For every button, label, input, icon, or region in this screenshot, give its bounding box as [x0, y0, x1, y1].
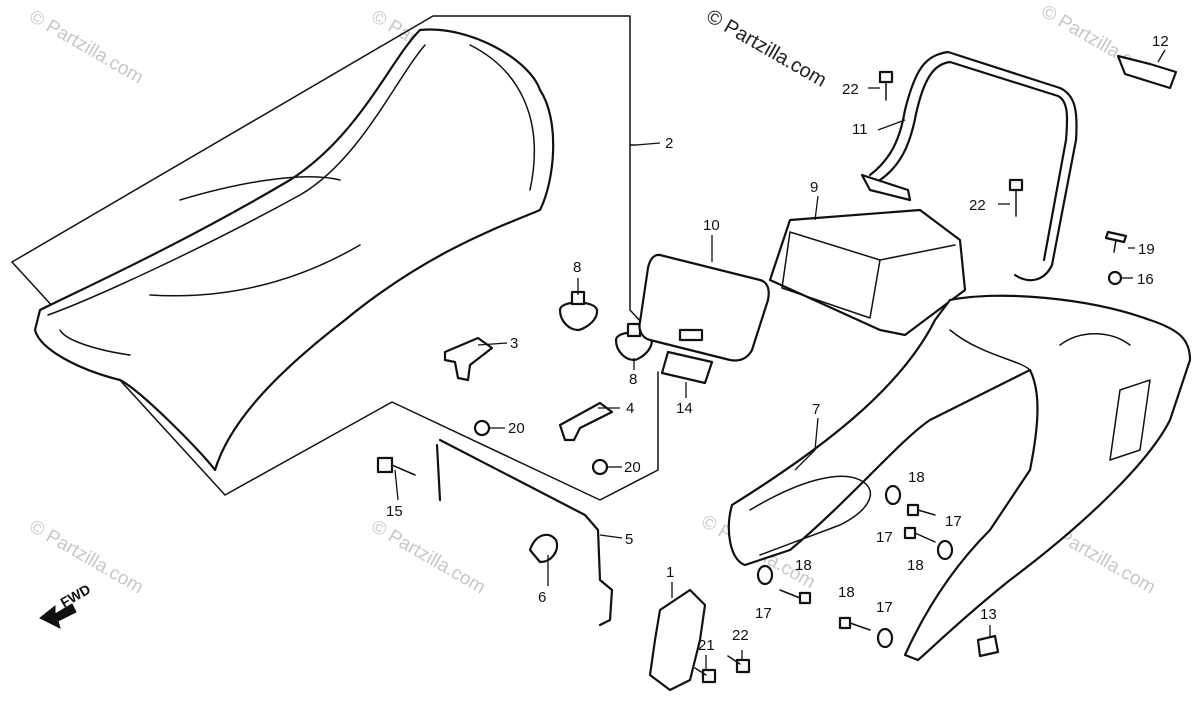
washer-part-17-a — [884, 484, 902, 506]
watermark-bottom-center: © Partzilla.com — [368, 516, 489, 598]
taillight-housing-part-9 — [768, 208, 967, 337]
callout-15: 15 — [386, 503, 403, 520]
callout-18-d: 18 — [838, 584, 855, 601]
callout-7: 7 — [812, 401, 820, 418]
bracket-part-3 — [443, 336, 494, 382]
callout-10: 10 — [703, 217, 720, 234]
bolt-part-18-a — [906, 503, 936, 517]
callout-2: 2 — [665, 135, 673, 152]
bolt-part-15 — [376, 456, 416, 476]
bolt-part-22-upper — [878, 70, 894, 101]
callout-21: 21 — [698, 637, 715, 654]
callout-6: 6 — [538, 589, 546, 606]
callout-22-mid: 22 — [969, 197, 986, 214]
bolt-part-18-d — [838, 616, 871, 631]
spring-part-6 — [528, 533, 559, 564]
callout-11: 11 — [852, 121, 868, 138]
gasket-part-14 — [660, 350, 714, 385]
washer-part-17-d — [876, 627, 894, 649]
callout-1: 1 — [666, 564, 674, 581]
leader-lines — [394, 49, 1166, 670]
lens-tab — [678, 328, 704, 342]
nut-part-20-upper — [473, 419, 491, 437]
callout-17-a: 17 — [876, 529, 893, 546]
callout-20-upper: 20 — [508, 420, 525, 437]
callout-22-upper: 22 — [842, 81, 859, 98]
taillight-lens-part-10 — [638, 253, 770, 362]
callout-numbers: 2 3 4 5 6 7 8 8 9 10 11 12 13 14 15 16 1… — [386, 33, 1169, 654]
screw-part-19 — [1104, 230, 1128, 253]
callout-8-upper: 8 — [573, 259, 581, 276]
nut-part-16 — [1107, 270, 1123, 286]
seat-frame-line-top — [11, 15, 637, 263]
tail-cowl-part-7 — [727, 294, 1192, 662]
lock-part-1 — [648, 588, 707, 692]
seat-frame-line-bottom — [11, 261, 659, 501]
grab-rail-part-11 — [868, 50, 1078, 282]
fwd-label: FWD — [58, 581, 94, 611]
callout-16: 16 — [1137, 271, 1154, 288]
bolt-part-18-b — [903, 526, 936, 543]
callout-14: 14 — [676, 400, 693, 417]
bolt-part-21 — [694, 667, 717, 684]
callout-5: 5 — [625, 531, 633, 548]
callout-4: 4 — [626, 400, 634, 417]
bolt-part-22-lower — [727, 655, 751, 674]
partzilla-watermark: © Partzilla.com — [703, 5, 831, 91]
grab-rail-mount — [860, 173, 912, 202]
callout-17-b: 17 — [945, 513, 962, 530]
callout-3: 3 — [510, 335, 518, 352]
washer-part-17-c — [756, 564, 774, 586]
callout-18-b: 18 — [907, 557, 924, 574]
callout-18-c: 18 — [795, 557, 812, 574]
washer-part-17-b — [936, 539, 954, 561]
watermark-top-left: © Partzilla.com — [26, 6, 147, 88]
rubber-bumper-part-8-upper — [558, 290, 599, 332]
callout-20-lower: 20 — [624, 459, 641, 476]
nut-part-20-lower — [591, 458, 609, 476]
bolt-part-18-c — [779, 589, 812, 605]
bolt-part-22-mid — [1008, 178, 1024, 217]
callout-18-a: 18 — [908, 469, 925, 486]
callout-17-c: 17 — [755, 605, 772, 622]
callout-17-d: 17 — [876, 599, 893, 616]
callout-22-lower: 22 — [732, 627, 749, 644]
grab-rail-inner — [878, 60, 1069, 262]
bracket-part-4 — [558, 401, 614, 442]
plate-part-12 — [1116, 54, 1178, 90]
callout-19: 19 — [1138, 241, 1155, 258]
callout-9: 9 — [810, 179, 818, 196]
callout-12: 12 — [1152, 33, 1169, 50]
forward-direction-indicator: FWD — [39, 581, 94, 629]
bracket-part-5-stem — [435, 443, 442, 502]
seat-part-2 — [33, 28, 555, 472]
callout-13: 13 — [980, 606, 997, 623]
label-part-13 — [976, 634, 1000, 658]
callout-8-lower: 8 — [629, 371, 637, 388]
bracket-part-5 — [438, 438, 614, 627]
rubber-bumper-part-8-lower — [614, 322, 654, 362]
